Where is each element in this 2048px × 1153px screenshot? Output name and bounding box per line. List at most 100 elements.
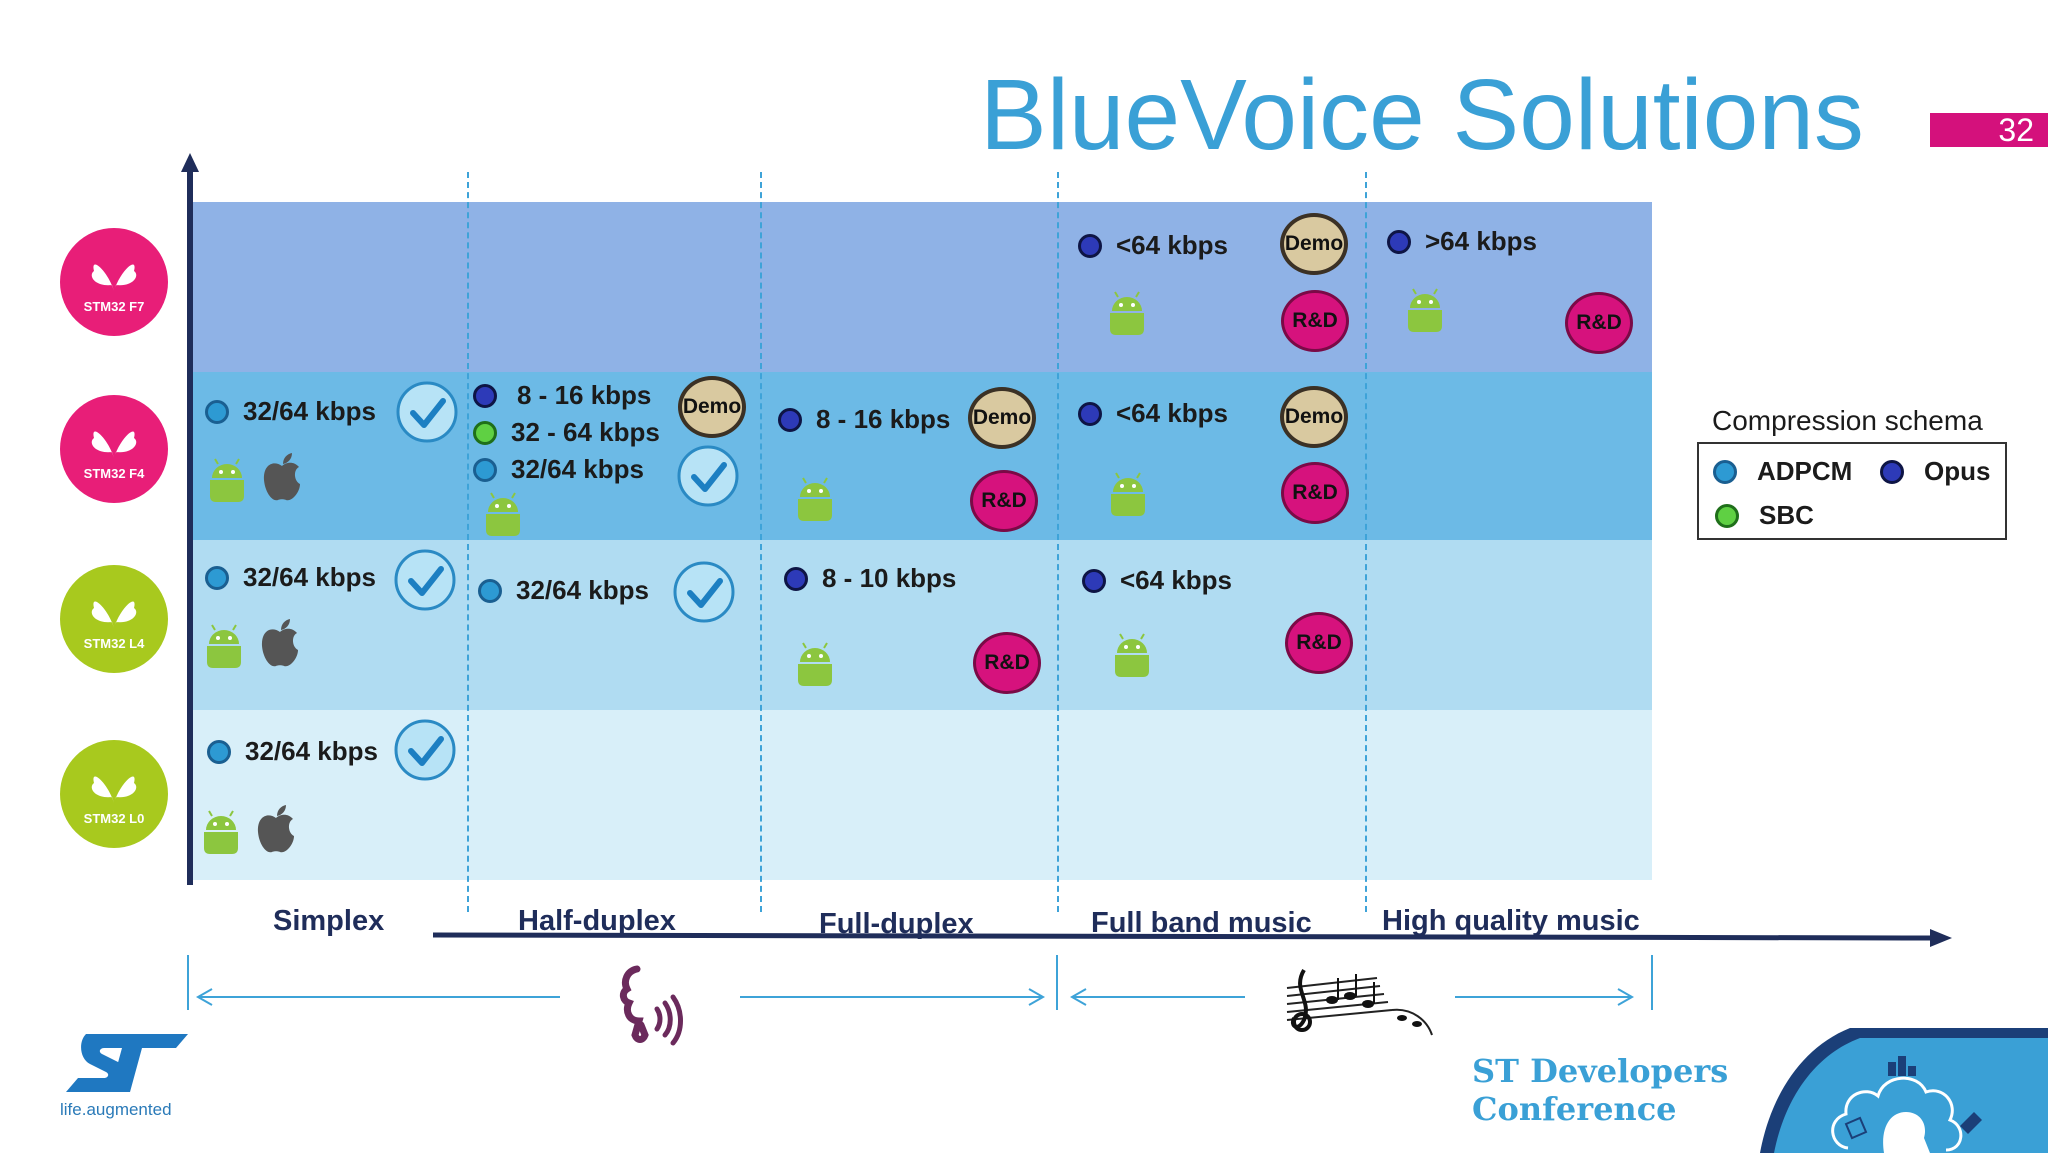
rate-label: 32 - 64 kbps — [511, 417, 660, 447]
chip-label: STM32 L4 — [83, 635, 145, 651]
rate-label: >64 kbps — [1425, 226, 1538, 256]
rate-item: 8 - 16 kbps — [473, 380, 651, 411]
opus-dot-icon — [784, 566, 808, 591]
checkmark-icon — [396, 381, 458, 443]
android-icon — [486, 492, 520, 536]
opus-dot-icon — [1880, 459, 1904, 484]
conference-name: ST Developers Conference — [1472, 1052, 1728, 1128]
rate-label: <64 kbps — [1116, 230, 1229, 260]
android-icon — [798, 642, 832, 686]
adpcm-dot-icon — [1713, 459, 1737, 484]
column-label-simplex: Simplex — [273, 905, 385, 937]
android-icon — [210, 458, 244, 502]
column-divider — [1057, 172, 1059, 912]
slide-title: BlueVoice Solutions — [980, 59, 1864, 171]
butterfly-icon — [91, 263, 137, 291]
page-number: 32 — [1930, 113, 2048, 147]
android-icon — [1115, 633, 1149, 677]
rate-item: 32/64 kbps — [205, 562, 376, 593]
rd-badge: R&D — [973, 632, 1041, 694]
rd-badge: R&D — [1281, 290, 1349, 352]
chip-stm32-l4: STM32 L4 — [60, 565, 168, 673]
legend-title: Compression schema — [1712, 405, 1983, 436]
adpcm-dot-icon — [205, 399, 229, 424]
rate-item: 8 - 10 kbps — [784, 563, 956, 594]
android-icon — [1408, 288, 1442, 332]
music-notes-icon — [1286, 968, 1433, 1036]
android-icon — [1111, 472, 1145, 516]
adpcm-dot-icon — [205, 565, 229, 590]
rate-label: 8 - 10 kbps — [822, 563, 957, 593]
speaking-head-icon — [619, 965, 683, 1046]
legend-item: Opus — [1880, 456, 1990, 487]
android-icon — [207, 624, 241, 668]
android-icon — [204, 810, 238, 854]
rate-label: 32/64 kbps — [511, 454, 644, 484]
legend-label: Opus — [1924, 456, 1991, 486]
rate-item: 32/64 kbps — [205, 396, 376, 427]
column-label-full-duplex: Full-duplex — [819, 908, 974, 940]
butterfly-icon — [91, 430, 137, 458]
column-label-half-duplex: Half-duplex — [518, 905, 676, 937]
rate-item: 32/64 kbps — [473, 454, 644, 485]
st-logo — [66, 1034, 188, 1092]
column-divider — [467, 172, 469, 912]
rate-item: 32/64 kbps — [478, 575, 649, 606]
sbc-dot-icon — [473, 420, 497, 445]
rate-item: 32 - 64 kbps — [473, 417, 660, 448]
chip-label: STM32 F7 — [83, 298, 145, 314]
rd-badge: R&D — [1565, 292, 1633, 354]
checkmark-icon — [677, 445, 739, 507]
opus-dot-icon — [1078, 401, 1102, 426]
checkmark-icon — [673, 561, 735, 623]
band-stm32-f7 — [192, 202, 1652, 372]
legend-label: ADPCM — [1757, 456, 1853, 486]
rate-item: 8 - 16 kbps — [778, 404, 950, 435]
opus-dot-icon — [1078, 233, 1102, 258]
column-label-full-band-music: Full band music — [1091, 907, 1312, 939]
conference-name-line1: ST Developers — [1472, 1052, 1729, 1090]
rate-label: 32/64 kbps — [516, 575, 649, 605]
android-icon — [798, 477, 832, 521]
chip-stm32-f7: STM32 F7 — [60, 228, 168, 336]
rd-badge: R&D — [970, 470, 1038, 532]
sbc-dot-icon — [1715, 503, 1739, 528]
rate-item: <64 kbps — [1078, 398, 1228, 429]
checkmark-icon — [394, 549, 456, 611]
conference-logo — [1760, 1028, 2048, 1153]
rd-badge: R&D — [1281, 462, 1349, 524]
rate-label: 8 - 16 kbps — [517, 380, 652, 410]
apple-icon — [261, 619, 298, 667]
rate-item: 32/64 kbps — [207, 736, 378, 767]
column-divider — [760, 172, 762, 912]
adpcm-dot-icon — [473, 457, 497, 482]
legend-item: ADPCM — [1713, 456, 1852, 487]
rate-item: <64 kbps — [1082, 565, 1232, 596]
rate-item: <64 kbps — [1078, 230, 1228, 261]
column-divider — [1365, 172, 1367, 912]
rate-label: <64 kbps — [1120, 565, 1233, 595]
chip-stm32-l0: STM32 L0 — [60, 740, 168, 848]
demo-badge: Demo — [1280, 213, 1348, 275]
conference-name-line2: Conference — [1472, 1090, 1677, 1128]
chip-label: STM32 F4 — [83, 465, 145, 481]
adpcm-dot-icon — [207, 739, 231, 764]
chip-stm32-f4: STM32 F4 — [60, 395, 168, 503]
legend-box — [1697, 442, 2007, 540]
android-icon — [1110, 291, 1144, 335]
rate-label: 32/64 kbps — [245, 736, 378, 766]
demo-badge: Demo — [1280, 386, 1348, 448]
opus-dot-icon — [1082, 568, 1106, 593]
butterfly-icon — [91, 600, 137, 628]
rd-badge: R&D — [1285, 612, 1353, 674]
legend-item: SBC — [1715, 500, 1814, 531]
opus-dot-icon — [1387, 229, 1411, 254]
demo-badge: Demo — [678, 376, 746, 438]
apple-icon — [257, 805, 294, 853]
opus-dot-icon — [778, 407, 802, 432]
butterfly-icon — [91, 775, 137, 803]
apple-icon — [263, 453, 300, 501]
rate-item: >64 kbps — [1387, 226, 1537, 257]
column-label-high-quality-music: High quality music — [1382, 905, 1640, 937]
